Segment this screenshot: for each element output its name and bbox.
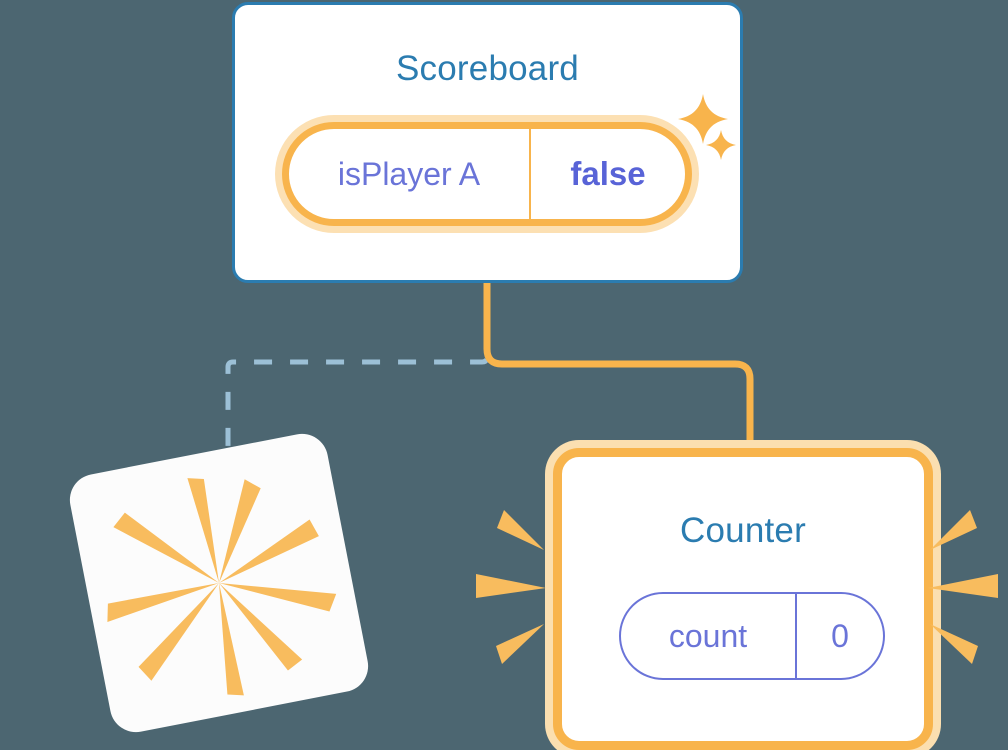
- node-card-counter[interactable]: Counter count 0: [553, 448, 933, 750]
- counter-state-pill[interactable]: count 0: [619, 592, 885, 680]
- connector-scoreboard-to-removed: [225, 287, 490, 482]
- counter-state-value: 0: [831, 617, 849, 654]
- connector-scoreboard-to-counter: [483, 283, 754, 460]
- scoreboard-title: Scoreboard: [396, 49, 579, 88]
- node-card-removed-instance: [65, 429, 373, 737]
- scoreboard-state-pill[interactable]: isPlayer A false: [282, 122, 692, 226]
- scoreboard-state-key: isPlayer A: [289, 129, 531, 219]
- scoreboard-state-value: false: [570, 155, 646, 192]
- counter-state-key: count: [621, 594, 797, 678]
- node-card-scoreboard[interactable]: Scoreboard isPlayer A false: [232, 2, 743, 283]
- counter-title: Counter: [680, 511, 806, 550]
